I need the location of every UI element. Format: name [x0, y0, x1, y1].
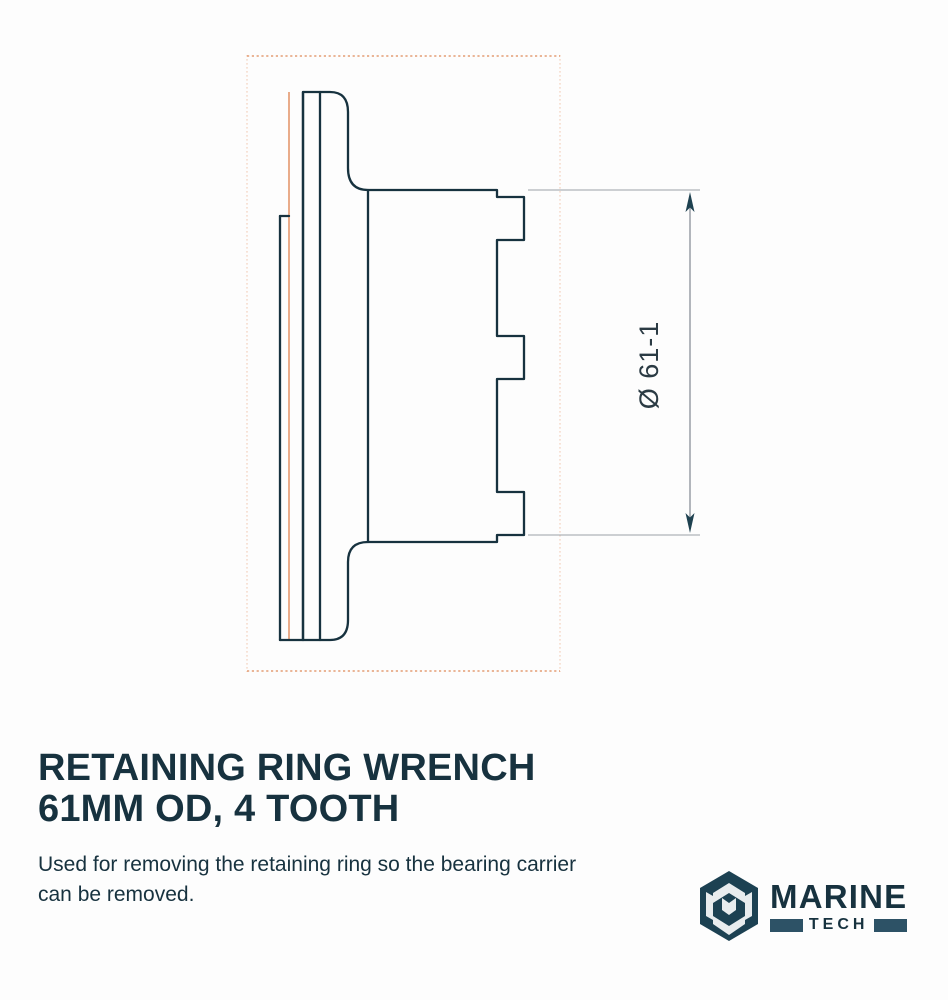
- construction-lines: [246, 55, 561, 672]
- brand-logo: MARINE TECH: [698, 866, 920, 946]
- page-title-line-2: 61MM OD, 4 TOOTH: [38, 788, 400, 831]
- part-extents-dashed-box: [247, 55, 560, 672]
- dimension-arrow-down: [685, 513, 695, 533]
- diameter-dimension-label: Ø 61-1: [634, 321, 664, 410]
- drawing-canvas: Ø 61-1: [246, 55, 700, 672]
- dimension-extension-lines: [528, 189, 700, 536]
- logo-bar-right: [874, 918, 908, 932]
- marine-tech-hexagon-m-icon: [700, 871, 758, 941]
- diameter-dimension-line: [685, 192, 695, 533]
- part-outline: [278, 90, 526, 642]
- logo-wordmark-marine: MARINE: [770, 877, 908, 915]
- logo-wordmark-group: MARINE TECH: [770, 877, 908, 933]
- product-text-block: RETAINING RING WRENCH 61MM OD, 4 TOOTH U…: [38, 747, 718, 910]
- logo-bar-left: [770, 918, 803, 932]
- logo-subtext-row: TECH: [770, 916, 908, 933]
- dimension-arrow-up: [685, 192, 695, 212]
- logo-subtext-tech: TECH: [808, 916, 869, 933]
- product-description: Used for removing the retaining ring so …: [38, 853, 577, 906]
- technical-drawing: Ø 61-1: [246, 55, 700, 672]
- page-title-line-1: RETAINING RING WRENCH: [38, 747, 536, 789]
